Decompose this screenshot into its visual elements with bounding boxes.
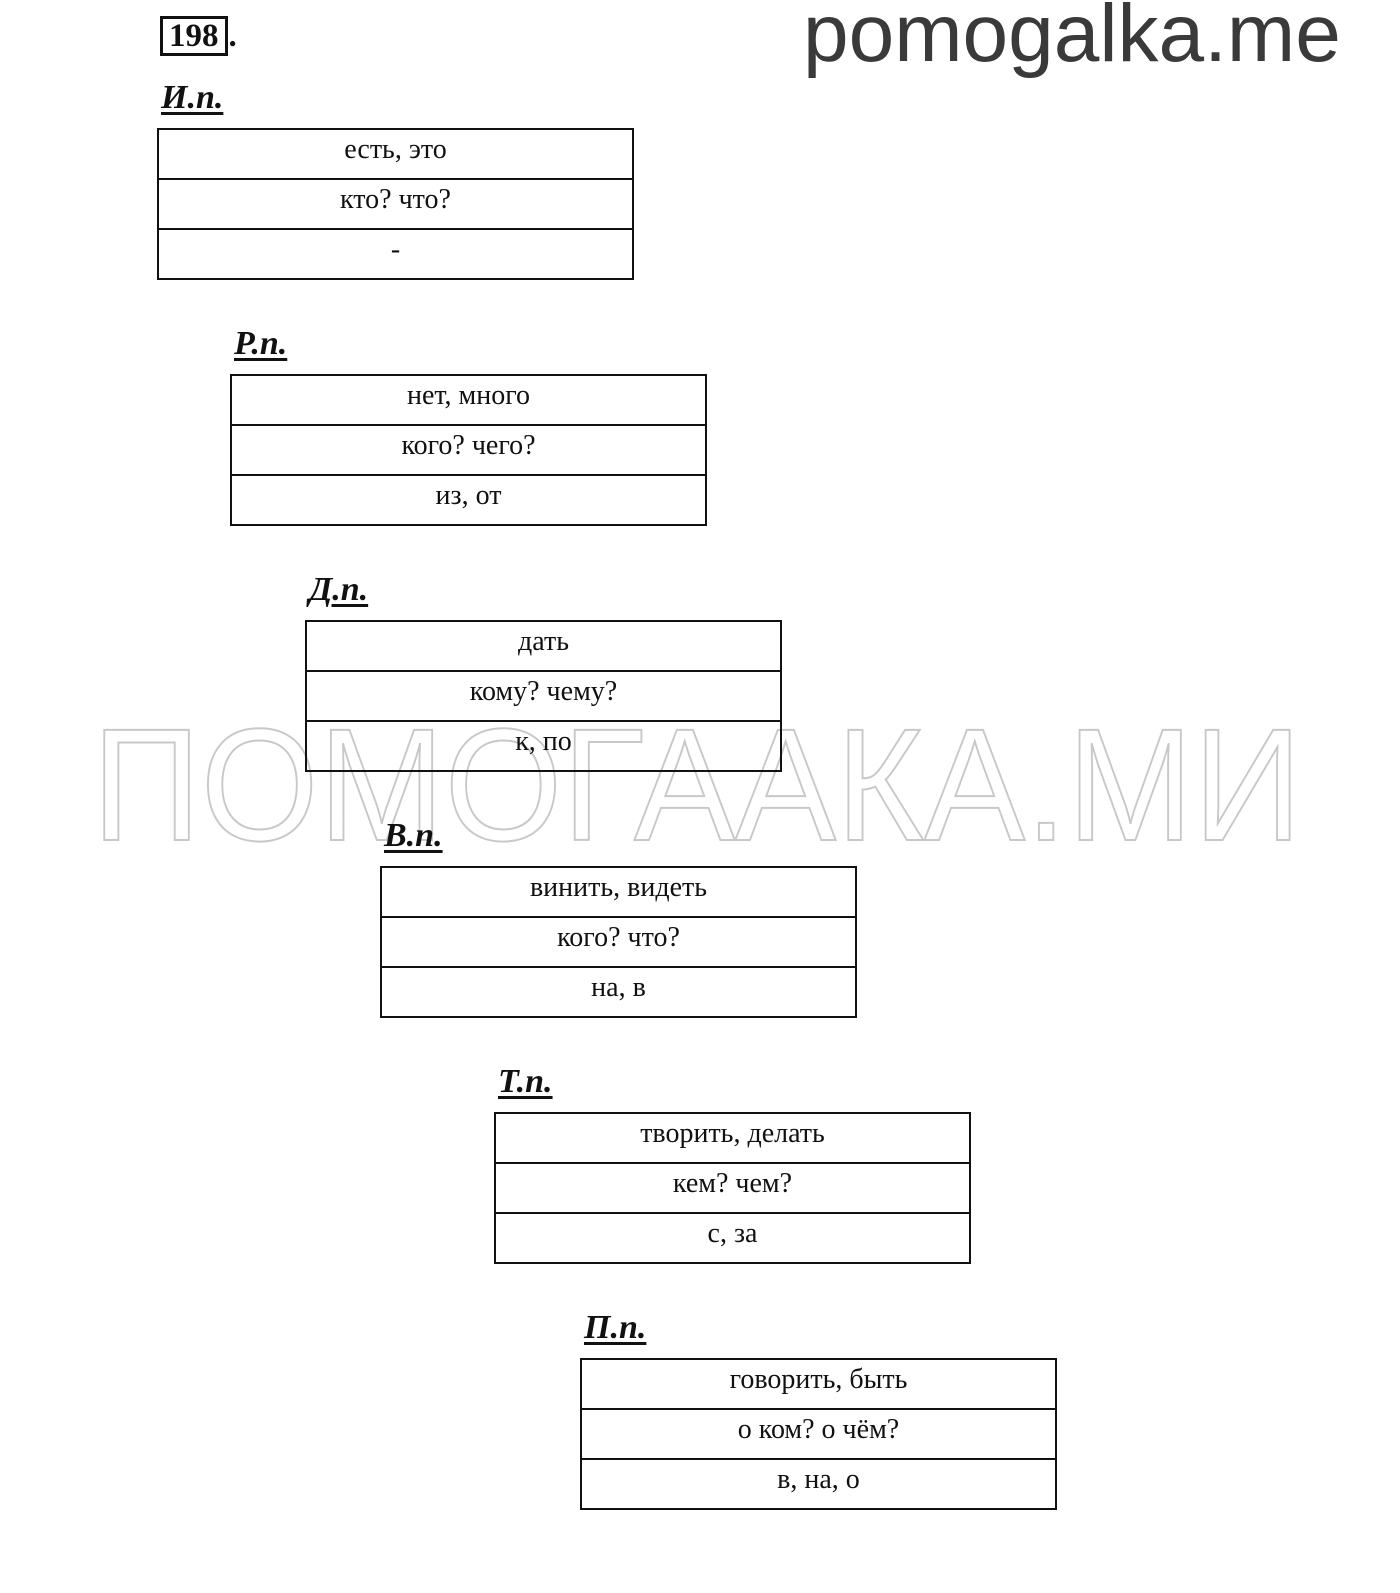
- case-questions: кем? чем?: [494, 1162, 971, 1214]
- case-questions: кому? чему?: [305, 670, 782, 722]
- case-block-instrumental: Т.п. творить, делать кем? чем? с, за: [494, 1060, 971, 1264]
- exercise-number-box: 198: [160, 16, 228, 56]
- case-table: говорить, быть о ком? о чём? в, на, о: [580, 1358, 1057, 1510]
- case-label: Р.п.: [234, 325, 288, 362]
- case-table: винить, видеть кого? что? на, в: [380, 866, 857, 1018]
- case-table: творить, делать кем? чем? с, за: [494, 1112, 971, 1264]
- case-prepositions: на, в: [380, 966, 857, 1018]
- case-label: П.п.: [584, 1309, 647, 1346]
- case-label: В.п.: [384, 817, 443, 854]
- site-name: pomogalka.me: [803, 0, 1341, 79]
- case-prepositions: в, на, о: [580, 1458, 1057, 1510]
- case-words: нет, много: [230, 374, 707, 426]
- case-questions: кого? чего?: [230, 424, 707, 476]
- case-table: дать кому? чему? к, по: [305, 620, 782, 772]
- case-label: Т.п.: [498, 1063, 553, 1100]
- case-block-prepositional: П.п. говорить, быть о ком? о чём? в, на,…: [580, 1306, 1057, 1510]
- case-label: Д.п.: [309, 571, 369, 608]
- case-questions: кто? что?: [157, 178, 634, 230]
- case-block-accusative: В.п. винить, видеть кого? что? на, в: [380, 814, 857, 1018]
- case-block-nominative: И.п. есть, это кто? что? -: [157, 76, 634, 280]
- case-table: нет, много кого? чего? из, от: [230, 374, 707, 526]
- case-prepositions: с, за: [494, 1212, 971, 1264]
- case-words: винить, видеть: [380, 866, 857, 918]
- case-words: дать: [305, 620, 782, 672]
- case-prepositions: к, по: [305, 720, 782, 772]
- case-questions: о ком? о чём?: [580, 1408, 1057, 1460]
- case-questions: кого? что?: [380, 916, 857, 968]
- case-words: творить, делать: [494, 1112, 971, 1164]
- case-table: есть, это кто? что? -: [157, 128, 634, 280]
- case-label: И.п.: [161, 79, 224, 116]
- case-words: говорить, быть: [580, 1358, 1057, 1410]
- case-block-genitive: Р.п. нет, много кого? чего? из, от: [230, 322, 707, 526]
- case-block-dative: Д.п. дать кому? чему? к, по: [305, 568, 782, 772]
- case-words: есть, это: [157, 128, 634, 180]
- exercise-number: 198.: [160, 16, 237, 56]
- case-prepositions: -: [157, 228, 634, 280]
- exercise-number-dot: .: [228, 18, 237, 54]
- case-prepositions: из, от: [230, 474, 707, 526]
